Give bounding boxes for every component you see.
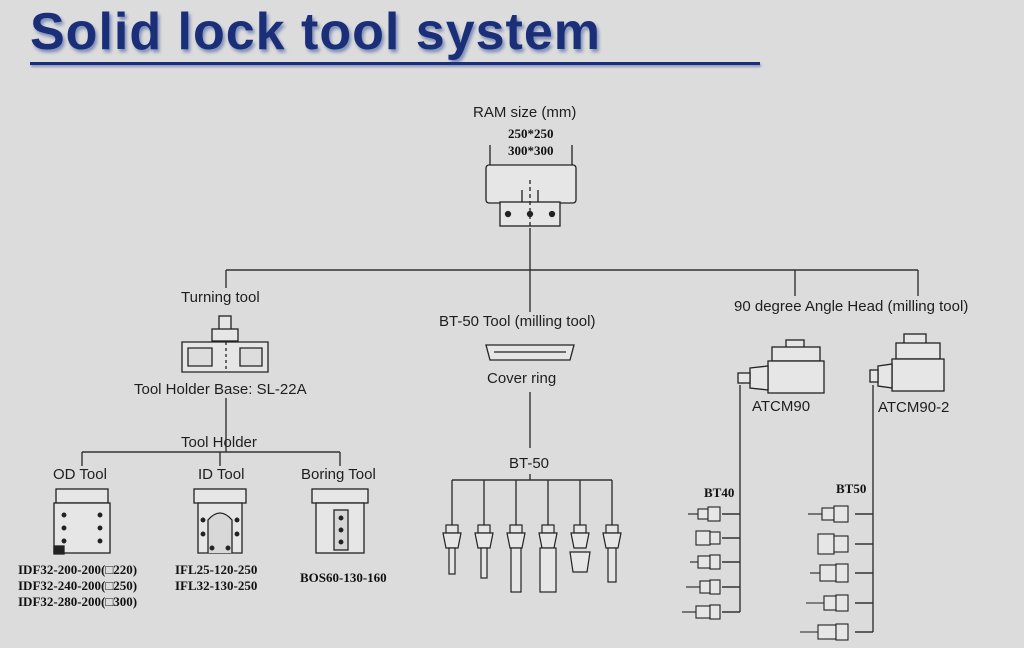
id-code: IFL32-130-250 bbox=[175, 578, 258, 593]
tool-holder-label: Tool Holder bbox=[181, 434, 257, 451]
atcm90-2-drawing bbox=[869, 333, 945, 392]
ram-size-2: 300*300 bbox=[508, 143, 554, 158]
bt50-holder-5 bbox=[569, 524, 591, 573]
turning-base-drawing bbox=[181, 315, 269, 373]
od-tool-label: OD Tool bbox=[53, 466, 107, 483]
tool-holder-base-label: Tool Holder Base: SL-22A bbox=[134, 381, 307, 398]
bt50-holders-drawing bbox=[442, 524, 622, 593]
atcm90-label: ATCM90 bbox=[752, 398, 811, 415]
bt50-taper-label: BT50 bbox=[836, 481, 867, 496]
bt50-holder-6 bbox=[602, 524, 622, 583]
boring-tool-drawing bbox=[311, 488, 369, 554]
od-code: IDF32-240-200(□250) bbox=[18, 578, 138, 593]
bt50-holder-3 bbox=[506, 524, 526, 593]
atcm90-2-label: ATCM90-2 bbox=[878, 399, 950, 416]
bt50-holder-4 bbox=[538, 524, 558, 593]
cover-ring-label: Cover ring bbox=[487, 370, 557, 387]
od-code: IDF32-280-200(□300) bbox=[18, 594, 138, 609]
ram-drawing bbox=[485, 145, 577, 228]
boring-tool-label: Boring Tool bbox=[301, 466, 376, 483]
turning-tool-label: Turning tool bbox=[181, 289, 260, 306]
od-tool-codes: IDF32-200-200(□220) IDF32-240-200(□250) … bbox=[18, 562, 137, 610]
bt50-tool-label: BT-50 Tool (milling tool) bbox=[439, 313, 596, 330]
page-title: Solid lock tool system bbox=[30, 3, 602, 61]
ram-size-1: 250*250 bbox=[508, 126, 554, 141]
od-tool-drawing bbox=[53, 488, 111, 555]
boring-code: BOS60-130-160 bbox=[300, 570, 387, 585]
bt50-holder-2 bbox=[474, 524, 494, 579]
title-underline bbox=[30, 62, 760, 65]
bt50-holder-1 bbox=[442, 524, 462, 575]
bt50-angle-holders-drawing bbox=[800, 505, 849, 641]
id-tool-drawing bbox=[193, 488, 247, 554]
bt40-holders-drawing bbox=[682, 506, 721, 620]
id-tool-label: ID Tool bbox=[198, 466, 245, 483]
od-code: IDF32-200-200(□220) bbox=[18, 562, 138, 577]
boring-tool-codes: BOS60-130-160 bbox=[300, 570, 387, 586]
atcm90-drawing bbox=[737, 339, 825, 394]
ram-size-label: RAM size (mm) bbox=[473, 104, 577, 121]
id-tool-codes: IFL25-120-250 IFL32-130-250 bbox=[175, 562, 257, 594]
bt50-label: BT-50 bbox=[509, 455, 550, 472]
id-code: IFL25-120-250 bbox=[175, 562, 258, 577]
angle-head-label: 90 degree Angle Head (milling tool) bbox=[734, 298, 969, 315]
cover-ring-drawing bbox=[485, 344, 575, 361]
bt40-label: BT40 bbox=[704, 485, 735, 500]
